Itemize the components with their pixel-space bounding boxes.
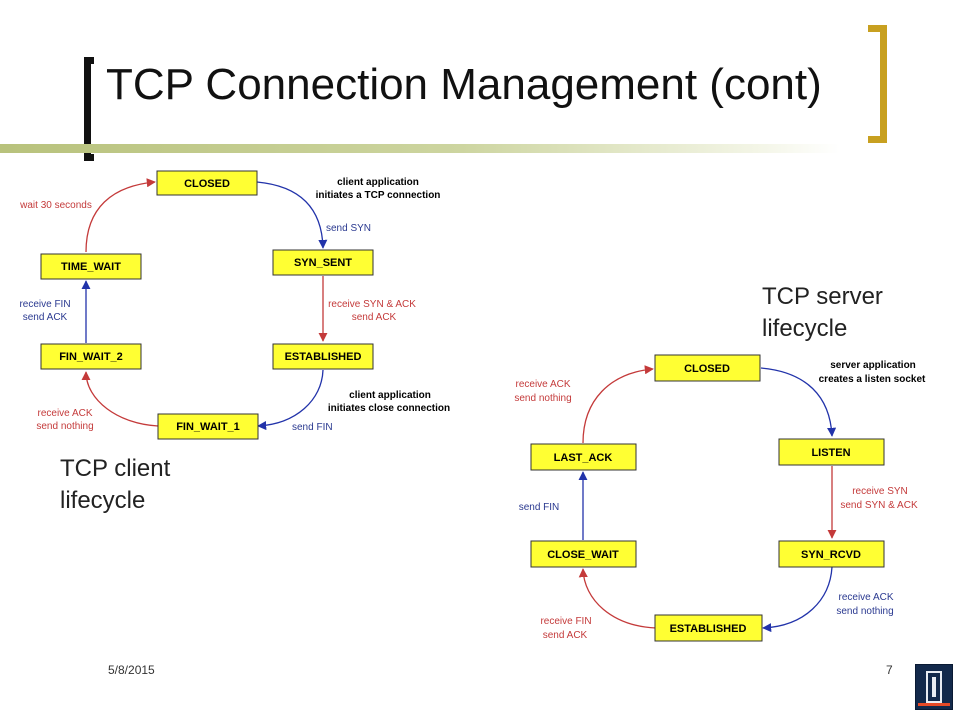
client-lifecycle-caption: TCP client lifecycle <box>60 453 170 517</box>
client-label-rcv-ack-line1: receive ACK <box>37 408 92 419</box>
client-label-wait: wait 30 seconds <box>19 200 92 211</box>
server-label-send-fin: send FIN <box>519 502 560 513</box>
server-label-rcv-syn-line1: receive SYN <box>852 486 908 497</box>
server-arrow-synrcvd-to-established <box>762 566 833 633</box>
client-lifecycle-diagram: CLOSED SYN_SENT ESTABLISHED FIN_WAIT_1 F… <box>19 170 450 440</box>
server-state-established: ESTABLISHED <box>654 614 763 642</box>
client-arrow-established-to-finwait1 <box>257 369 324 431</box>
server-caption-line2: lifecycle <box>762 315 848 342</box>
server-lifecycle-diagram: CLOSED LISTEN SYN_RCVD ESTABLISHED CLOSE… <box>514 354 926 642</box>
server-state-closed-label: CLOSED <box>684 363 730 375</box>
client-label-rcv-synack-line2: send ACK <box>352 312 397 323</box>
server-state-listen-label: LISTEN <box>811 447 850 459</box>
client-state-fin-wait-1-label: FIN_WAIT_1 <box>176 421 240 433</box>
server-state-closed: CLOSED <box>654 354 761 382</box>
server-label-rcv-ack2-line2: send nothing <box>514 393 571 404</box>
server-state-established-label: ESTABLISHED <box>670 623 747 635</box>
server-state-close-wait: CLOSE_WAIT <box>530 540 637 568</box>
client-state-fin-wait-2: FIN_WAIT_2 <box>40 343 142 370</box>
client-arrow-finwait1-to-finwait2 <box>81 371 159 427</box>
server-state-last-ack: LAST_ACK <box>530 443 637 471</box>
server-label-listen-line2: creates a listen socket <box>819 374 926 385</box>
server-state-syn-rcvd-label: SYN_RCVD <box>801 549 861 561</box>
client-state-fin-wait-2-label: FIN_WAIT_2 <box>59 351 123 363</box>
client-label-close-line2: initiates close connection <box>328 403 450 414</box>
footer-date: 5/8/2015 <box>108 663 155 677</box>
client-label-init-line1: client application <box>337 177 419 188</box>
server-label-rcv-fin-line2: send ACK <box>543 630 588 641</box>
server-lifecycle-caption: TCP server lifecycle <box>762 281 883 345</box>
client-label-rcv-fin-line1: receive FIN <box>19 299 70 310</box>
client-label-rcv-fin-line2: send ACK <box>23 312 68 323</box>
server-arrow-closed-to-listen <box>760 367 837 437</box>
server-state-close-wait-label: CLOSE_WAIT <box>547 549 619 561</box>
university-block-i-logo <box>915 664 953 710</box>
client-state-syn-sent-label: SYN_SENT <box>294 257 352 269</box>
title-right-bracket <box>868 25 887 143</box>
client-state-established: ESTABLISHED <box>272 343 374 370</box>
server-label-rcv-ack-line1: receive ACK <box>838 592 893 603</box>
footer-page-number: 7 <box>886 663 893 677</box>
client-state-syn-sent: SYN_SENT <box>272 249 374 276</box>
client-label-send-fin: send FIN <box>292 422 333 433</box>
client-label-init-line2: initiates a TCP connection <box>316 190 441 201</box>
title-left-bracket <box>84 57 94 161</box>
client-label-close-line1: client application <box>349 390 431 401</box>
client-state-fin-wait-1: FIN_WAIT_1 <box>157 413 259 440</box>
server-label-listen-line1: server application <box>830 360 916 371</box>
server-label-rcv-ack-line2: send nothing <box>836 606 893 617</box>
client-label-send-syn: send SYN <box>326 223 371 234</box>
server-label-rcv-syn-line2: send SYN & ACK <box>840 500 918 511</box>
client-state-time-wait: TIME_WAIT <box>40 253 142 280</box>
client-arrow-timewait-to-closed <box>85 178 156 253</box>
logo-i-mark <box>926 671 942 703</box>
client-state-closed: CLOSED <box>156 170 258 196</box>
client-label-rcv-synack-line1: receive SYN & ACK <box>328 299 416 310</box>
server-state-listen: LISTEN <box>778 438 885 466</box>
server-state-last-ack-label: LAST_ACK <box>554 452 613 464</box>
server-state-syn-rcvd: SYN_RCVD <box>778 540 885 568</box>
client-state-time-wait-label: TIME_WAIT <box>61 261 121 273</box>
server-caption-line1: TCP server <box>762 283 883 310</box>
client-caption-line2: lifecycle <box>60 487 146 514</box>
logo-orange-stripe <box>918 703 950 706</box>
client-arrow-closed-to-synsent <box>256 181 328 249</box>
server-label-rcv-fin-line1: receive FIN <box>540 616 591 627</box>
server-arrow-established-to-closewait <box>578 568 657 629</box>
client-state-established-label: ESTABLISHED <box>285 351 362 363</box>
server-label-rcv-ack2-line1: receive ACK <box>515 379 570 390</box>
client-label-rcv-ack-line2: send nothing <box>36 421 93 432</box>
title-underline-bar <box>0 144 840 153</box>
slide-title: TCP Connection Management (cont) <box>106 60 822 109</box>
client-state-closed-label: CLOSED <box>184 178 230 190</box>
client-caption-line1: TCP client <box>60 455 171 482</box>
server-arrow-lastack-to-closed <box>582 365 654 444</box>
